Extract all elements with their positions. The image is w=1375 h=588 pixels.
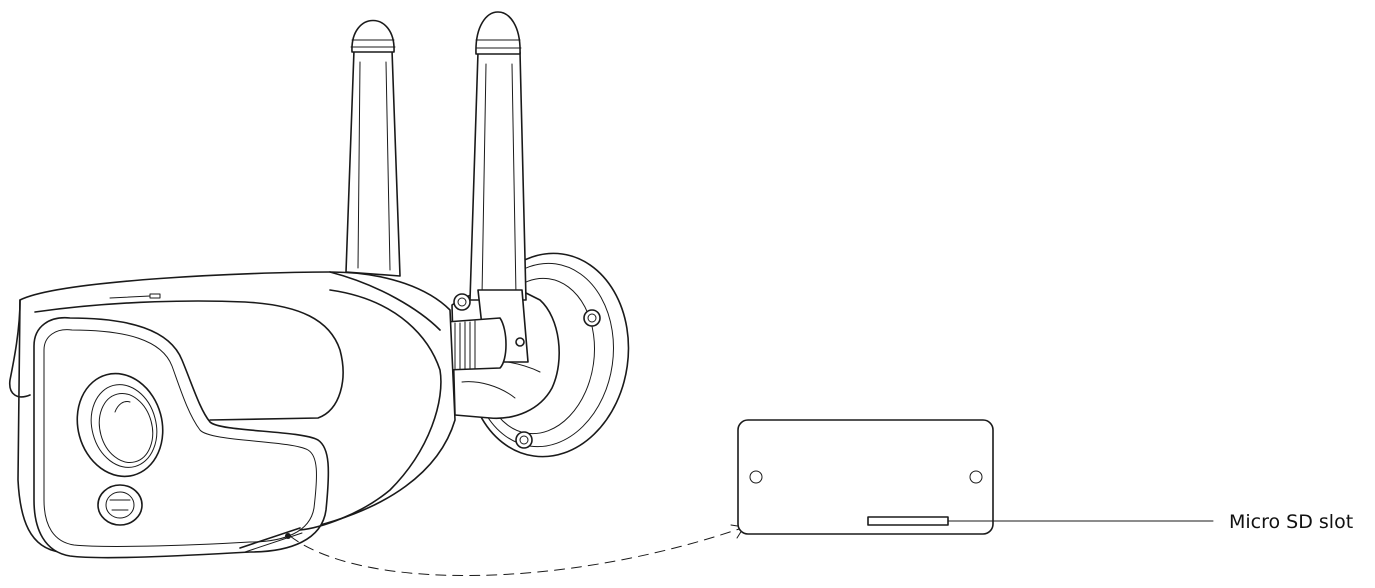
bottom-panel (737, 419, 994, 535)
micro-sd-slot-label: Micro SD slot (1229, 511, 1354, 533)
antenna-left (345, 19, 401, 277)
screw-top-icon (453, 293, 471, 311)
dashed-arrow (285, 524, 745, 576)
pir-sensor (97, 484, 143, 526)
screw-bottom-icon (515, 431, 533, 449)
antenna-right (469, 11, 529, 363)
micro-sd-slot (867, 516, 949, 526)
antenna-connector (445, 317, 507, 371)
screw-right-icon (583, 309, 601, 327)
camera-lens (76, 372, 164, 478)
